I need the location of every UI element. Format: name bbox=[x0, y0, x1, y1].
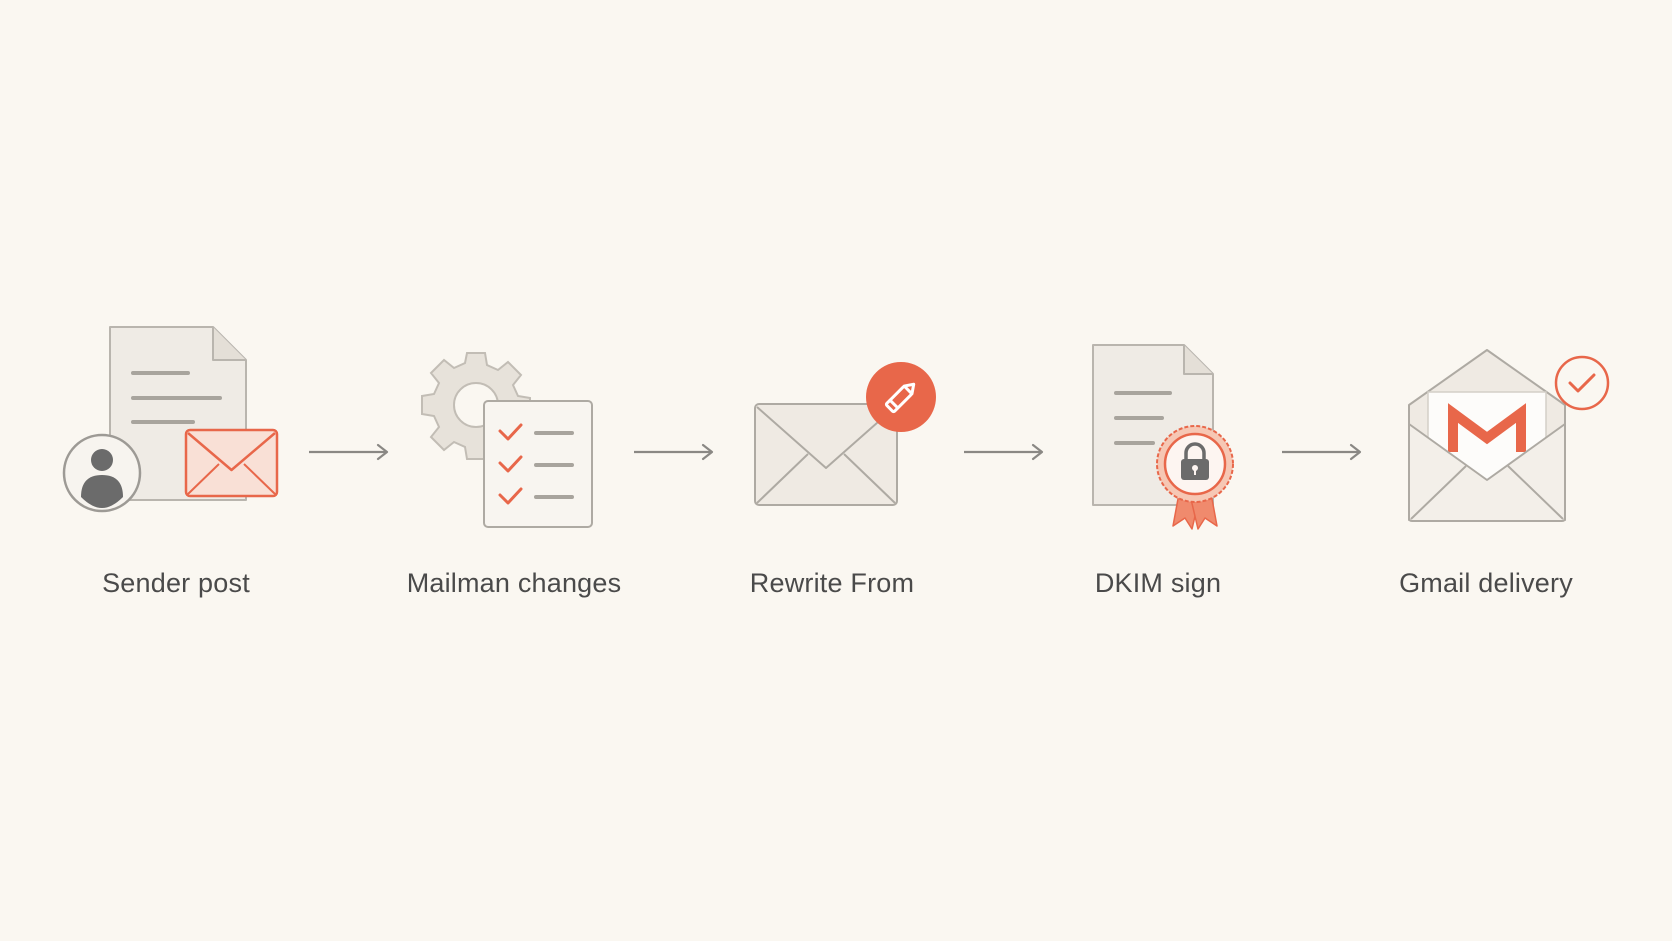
arrow-right-icon bbox=[309, 443, 389, 461]
document-lock-seal-icon bbox=[1092, 344, 1234, 530]
step-label: DKIM sign bbox=[1094, 568, 1222, 598]
step-dkim-sign: DKIM sign bbox=[1018, 310, 1298, 610]
arrow-right-icon bbox=[634, 443, 714, 461]
step-sender-post: Sender post bbox=[36, 310, 316, 610]
step-label: Gmail delivery bbox=[1399, 568, 1573, 598]
step-label: Rewrite From bbox=[749, 568, 915, 598]
step-label: Mailman changes bbox=[406, 568, 622, 598]
step-mailman-changes: Mailman changes bbox=[374, 310, 654, 610]
gmail-envelope-check-icon bbox=[1408, 349, 1610, 522]
step-gmail-delivery: Gmail delivery bbox=[1346, 310, 1626, 610]
step-rewrite-from: Rewrite From bbox=[692, 310, 972, 610]
document-user-envelope-icon bbox=[62, 326, 279, 513]
arrow-right-icon bbox=[964, 443, 1044, 461]
envelope-pencil-icon bbox=[754, 362, 936, 506]
arrow-right-icon bbox=[1282, 443, 1362, 461]
gear-checklist-icon bbox=[421, 352, 593, 528]
step-label: Sender post bbox=[102, 568, 250, 598]
